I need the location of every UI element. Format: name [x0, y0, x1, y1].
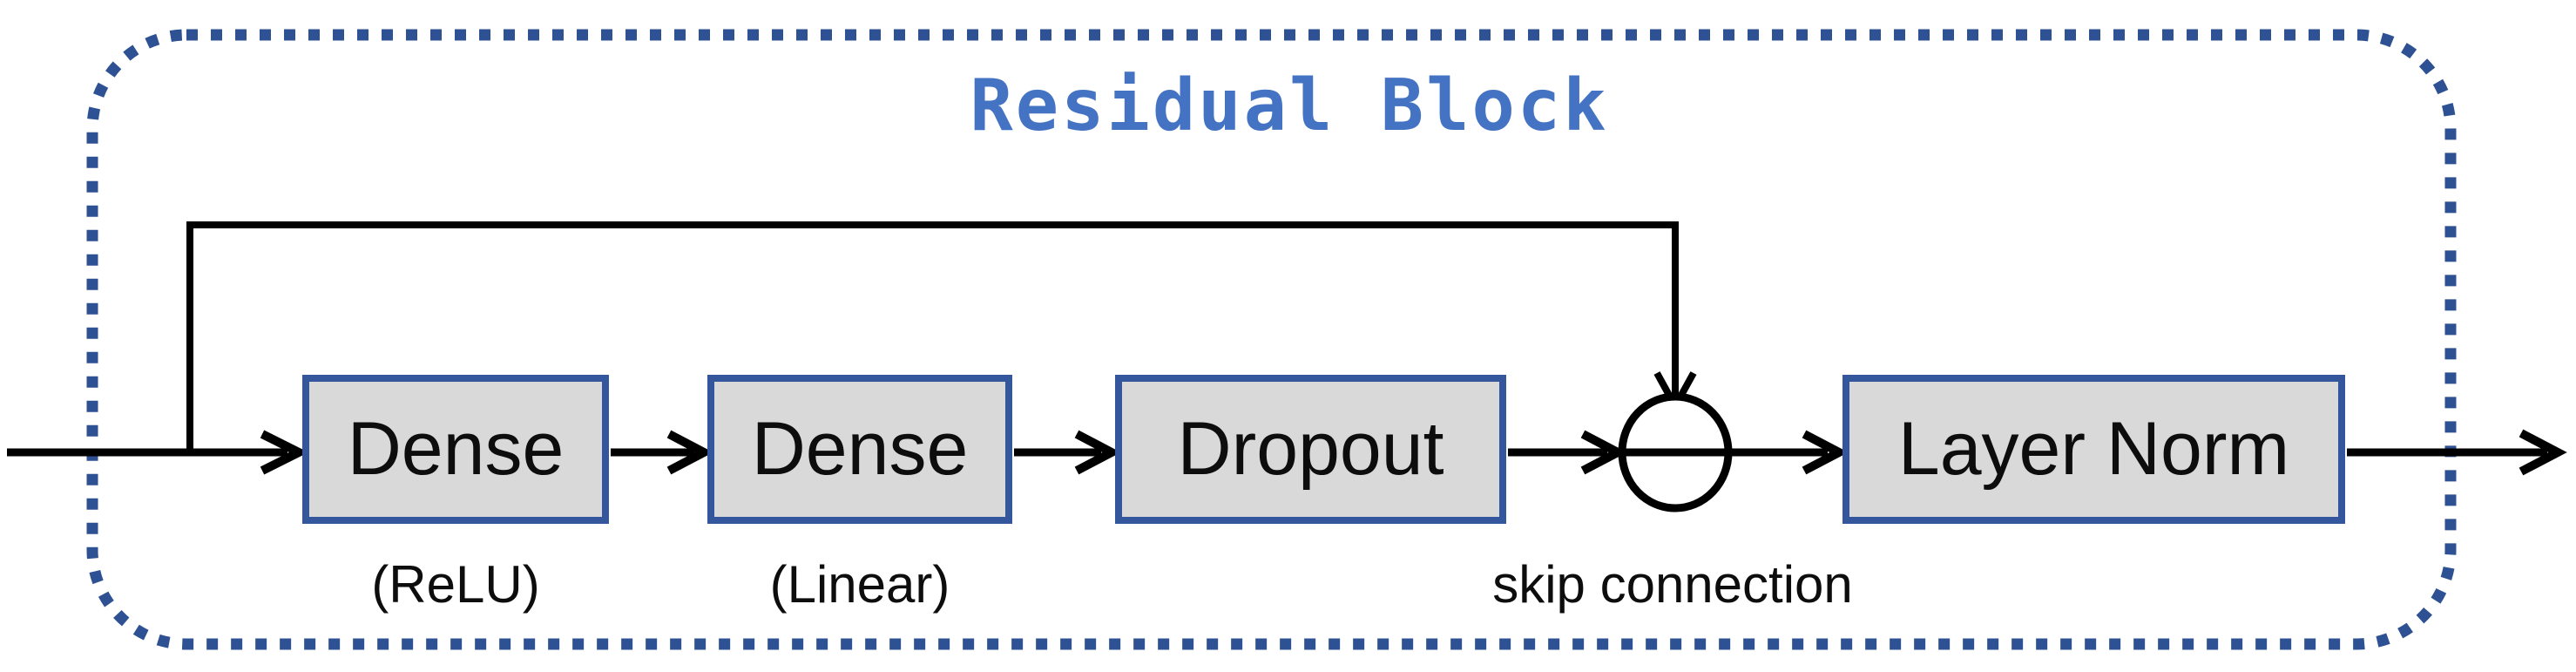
- skip-connection-label: skip connection: [1492, 555, 1853, 614]
- node-dense-relu: Dense: [302, 375, 609, 524]
- dense-activation-label: (ReLU): [371, 555, 540, 614]
- output-arrow: [2347, 429, 2567, 476]
- node-dense-linear: Dense: [707, 375, 1012, 524]
- node-layer-norm: Layer Norm: [1842, 375, 2345, 524]
- node-dense-relu-label: Dense: [347, 407, 565, 491]
- arrow-adder-to-layernorm: [1732, 430, 1849, 475]
- node-layer-norm-label: Layer Norm: [1897, 407, 2290, 491]
- skip-connection-line: [186, 221, 1679, 508]
- arrow-dropout-to-adder: [1508, 430, 1627, 475]
- input-arrow: [7, 430, 309, 475]
- dense-linear-label: (Linear): [769, 555, 950, 614]
- diagram-title: Residual Block: [970, 64, 1609, 147]
- node-dropout-label: Dropout: [1177, 407, 1444, 491]
- node-dropout: Dropout: [1115, 375, 1506, 524]
- arrow-dense-to-dense: [611, 430, 713, 475]
- node-dense-linear-label: Dense: [751, 407, 969, 491]
- arrow-dense-to-dropout: [1014, 430, 1121, 475]
